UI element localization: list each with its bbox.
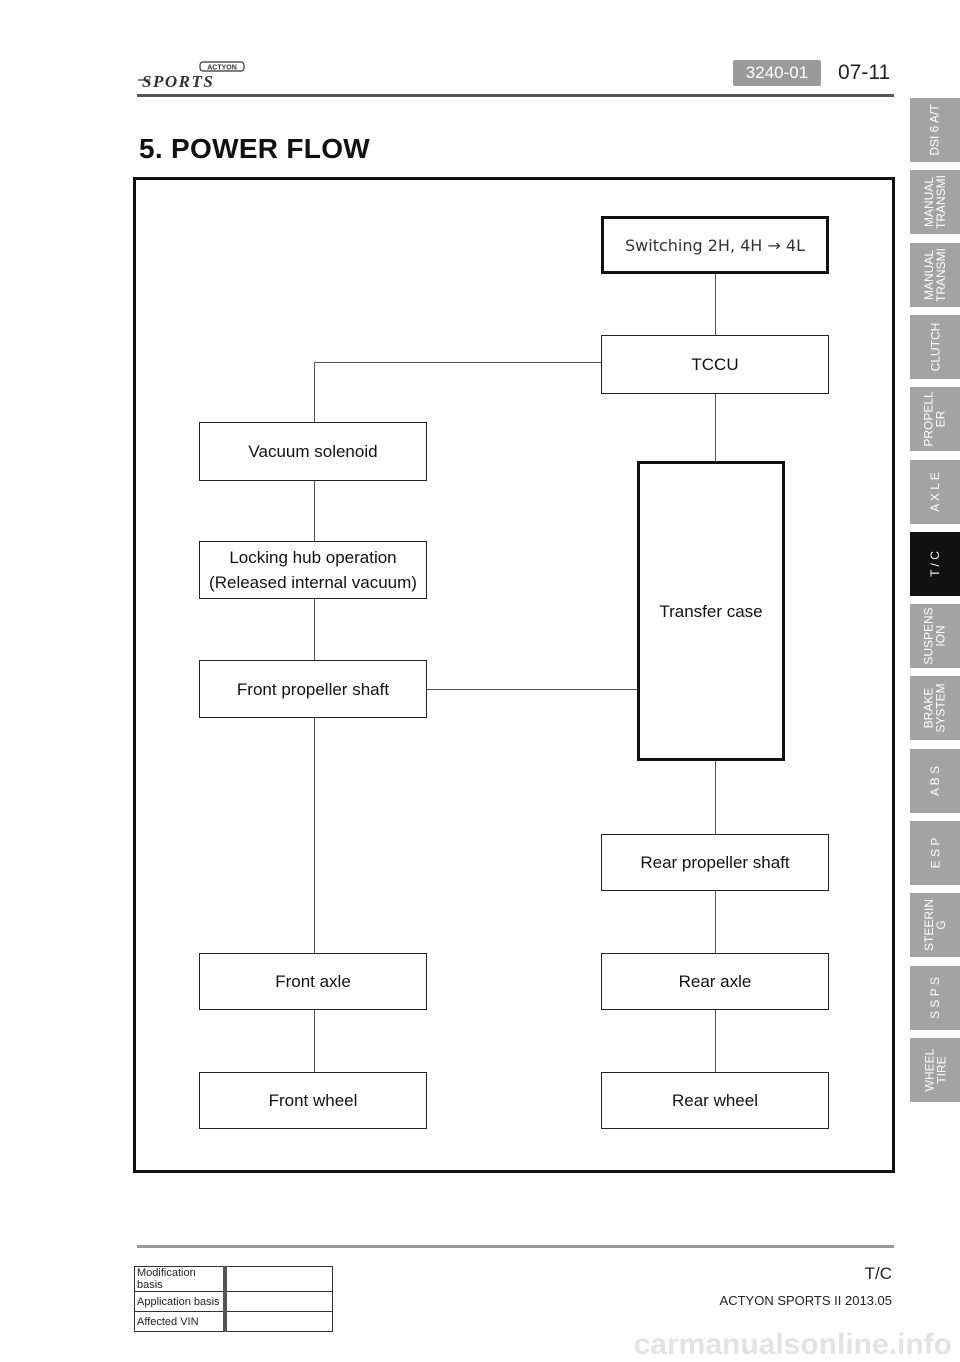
rear-axle-box: Rear axle xyxy=(601,953,829,1010)
sidebar-tab-label: E S P xyxy=(928,837,942,869)
sidebar-tab-label: A X L E xyxy=(928,471,942,512)
table-cell-value xyxy=(224,1311,333,1332)
sidebar-tab[interactable]: S S P S xyxy=(910,965,960,1030)
connector-line xyxy=(427,689,637,690)
table-cell-label: Modification basis xyxy=(134,1266,227,1292)
footer-model-label: ACTYON SPORTS II 2013.05 xyxy=(719,1293,892,1308)
sidebar-tab[interactable]: MANUAL TRANSMI xyxy=(910,242,960,307)
sidebar-tab[interactable]: MANUAL TRANSMI xyxy=(910,170,960,235)
table-row: Application basis xyxy=(134,1291,333,1312)
sidebar-tab-label: STEERIN G xyxy=(922,899,949,952)
connector-line xyxy=(715,761,716,834)
connector-line xyxy=(314,362,315,422)
connector-line xyxy=(715,394,716,461)
actyon-sports-logo: ACTYON SPORTS xyxy=(138,61,245,91)
watermark: carmanualsonline.info xyxy=(633,1328,952,1361)
sidebar-tab-label: A B S xyxy=(928,765,942,796)
sidebar-tab[interactable]: E S P xyxy=(910,821,960,885)
footer-section-label: T/C xyxy=(864,1264,892,1283)
sidebar-tab-label: S S P S xyxy=(928,976,942,1019)
sidebar-tab[interactable]: WHEEL TIRE xyxy=(910,1037,960,1102)
tccu-box: TCCU xyxy=(601,335,829,394)
header-divider xyxy=(137,94,894,97)
sidebar-tab[interactable]: CLUTCH xyxy=(910,314,960,379)
table-row: Affected VIN xyxy=(134,1311,333,1332)
power-flow-diagram xyxy=(133,177,895,1173)
front-propeller-shaft-box: Front propeller shaft xyxy=(199,660,427,718)
page-number: 07-11 xyxy=(838,61,891,84)
table-cell-value xyxy=(224,1266,333,1292)
transfer-case-box: Transfer case xyxy=(637,461,785,761)
sidebar-tab[interactable]: BRAKE SYSTEM xyxy=(910,676,960,741)
sidebar-tab[interactable]: PROPELL ER xyxy=(910,387,960,452)
sidebar-tab[interactable]: DSI 6 A/T xyxy=(910,98,960,162)
footer-divider xyxy=(137,1245,894,1248)
sidebar-tab[interactable]: STEERIN G xyxy=(910,893,960,958)
sidebar-tab-label: BRAKE SYSTEM xyxy=(922,683,948,734)
sidebar-tab[interactable]: T / C xyxy=(910,531,960,596)
sidebar-tab[interactable]: A X L E xyxy=(910,459,960,524)
sidebar-tab-label: SUSPENS ION xyxy=(922,607,949,665)
sidebar-tab-label: WHEEL TIRE xyxy=(922,1048,948,1092)
locking-hub-box: Locking hub operation (Released internal… xyxy=(199,541,427,599)
table-cell-label: Application basis xyxy=(134,1291,227,1312)
connector-line xyxy=(715,274,716,335)
sidebar-tab-label: MANUAL TRANSMI xyxy=(922,175,948,230)
connector-line xyxy=(314,1010,315,1072)
sidebar-tab-label: PROPELL ER xyxy=(922,391,949,447)
section-code-badge: 3240-01 xyxy=(733,60,821,86)
revision-info-table: Modification basis Application basis Aff… xyxy=(134,1266,333,1332)
svg-text:ACTYON: ACTYON xyxy=(207,65,237,72)
rear-propeller-shaft-box: Rear propeller shaft xyxy=(601,834,829,891)
sidebar-tab-label: T / C xyxy=(928,550,942,577)
connector-line xyxy=(715,1010,716,1072)
switching-mode-box: Switching 2H, 4H → 4L xyxy=(601,216,829,274)
connector-line xyxy=(314,481,315,541)
front-axle-box: Front axle xyxy=(199,953,427,1010)
svg-text:SPORTS: SPORTS xyxy=(142,72,214,91)
sidebar-tab[interactable]: A B S xyxy=(910,748,960,813)
locking-hub-line1: Locking hub operation xyxy=(229,548,397,567)
sidebar-tab[interactable]: SUSPENS ION xyxy=(910,604,960,669)
rear-wheel-box: Rear wheel xyxy=(601,1072,829,1129)
connector-line xyxy=(314,362,601,363)
connector-line xyxy=(314,718,315,953)
sidebar-tab-label: MANUAL TRANSMI xyxy=(922,247,948,302)
table-row: Modification basis xyxy=(134,1266,333,1292)
front-wheel-box: Front wheel xyxy=(199,1072,427,1129)
locking-hub-line2: (Released internal vacuum) xyxy=(209,573,417,592)
connector-line xyxy=(314,599,315,660)
vacuum-solenoid-box: Vacuum solenoid xyxy=(199,422,427,481)
sidebar-tab-label: DSI 6 A/T xyxy=(928,104,943,156)
table-cell-value xyxy=(224,1291,333,1312)
page-title: 5. POWER FLOW xyxy=(139,133,371,164)
connector-line xyxy=(715,891,716,953)
sidebar-tab-label: CLUTCH xyxy=(927,322,942,372)
table-cell-label: Affected VIN xyxy=(134,1311,227,1332)
